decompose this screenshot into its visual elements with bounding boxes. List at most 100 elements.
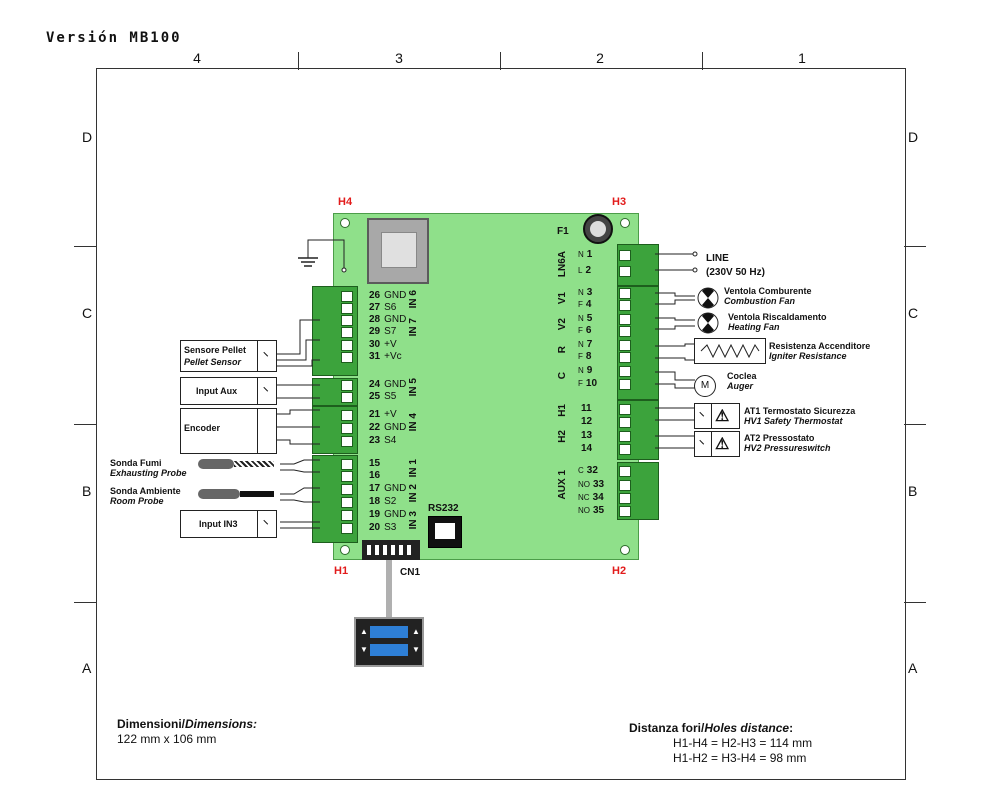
pin-label: 12 — [581, 416, 593, 427]
row-label: C — [82, 305, 93, 321]
group-label: IN 3 — [408, 511, 419, 530]
hole-label-h2: H2 — [612, 565, 627, 577]
hole-label-h3: H3 — [612, 196, 627, 208]
cable — [386, 560, 392, 618]
row-label: D — [82, 129, 93, 145]
row-label: B — [82, 483, 92, 499]
device-label: Sensore Pellet — [184, 345, 247, 355]
terminal-screw — [619, 404, 631, 415]
ground-icon — [298, 239, 347, 273]
row-label: B — [908, 483, 918, 499]
warning-icon: ⚠ — [715, 408, 730, 425]
exhaust-probe-icon — [198, 459, 234, 469]
pin-label: 31+Vc — [369, 351, 402, 362]
left-wiring — [270, 319, 320, 529]
warning-icon: ⚠ — [715, 436, 730, 453]
tick — [702, 52, 703, 70]
terminal-screw — [341, 459, 353, 470]
terminal-screw — [619, 366, 631, 377]
tick — [298, 52, 299, 70]
group-label: V2 — [557, 318, 568, 331]
switch-icon: ⸌ — [263, 386, 269, 398]
terminal-screw — [619, 266, 631, 277]
input-aux-box: Input Aux ⸌ — [180, 377, 277, 405]
device-sublabel: Pellet Sensor — [184, 357, 242, 367]
column-label: 4 — [193, 50, 201, 66]
fuse-icon — [583, 214, 613, 244]
terminal-screw — [341, 352, 353, 363]
switch-icon: ⸌ — [263, 519, 269, 531]
terminal-screw — [619, 466, 631, 477]
pin-label: 30+V — [369, 339, 397, 350]
device-label: Encoder — [184, 423, 221, 433]
terminal-screw — [619, 250, 631, 261]
relay-component — [367, 218, 429, 284]
group-label: IN 1 — [408, 459, 419, 478]
terminal-screw — [619, 288, 631, 299]
pin-label: 13 — [581, 430, 593, 441]
column-label: 3 — [395, 50, 403, 66]
mounting-hole — [620, 545, 630, 555]
column-label: 1 — [798, 50, 806, 66]
terminal-screw — [341, 380, 353, 391]
input-in3-box: Input IN3 ⸌ — [180, 510, 277, 538]
group-label: IN 4 — [408, 413, 419, 432]
terminal-screw — [619, 352, 631, 363]
pin-label: 11 — [581, 403, 592, 414]
row-label: D — [908, 129, 919, 145]
pin-label: 21+V — [369, 409, 397, 420]
terminal-screw — [341, 510, 353, 521]
row-label: A — [908, 660, 918, 676]
terminal-screw — [619, 506, 631, 517]
group-label: IN 6 — [408, 290, 419, 309]
terminal-screw — [341, 523, 353, 534]
pin-label: 16 — [369, 470, 381, 481]
mounting-hole — [620, 218, 630, 228]
display-panel: ▲ ▼ ▲ ▼ — [354, 617, 424, 667]
group-label: C — [557, 372, 568, 380]
row-label: C — [908, 305, 919, 321]
terminal-screw — [341, 423, 353, 434]
tick — [74, 424, 96, 425]
terminal-screw — [341, 327, 353, 338]
switch-icon: ⸌ — [263, 351, 269, 363]
group-label: IN 2 — [408, 484, 419, 503]
terminal-screw — [619, 417, 631, 428]
pressure-switch-box: ⸌ ⚠ — [694, 431, 740, 457]
motor-icon: M — [694, 375, 716, 397]
holes-distance-note: Distanza fori/Holes distance: H1-H4 = H2… — [629, 721, 813, 765]
tick — [74, 602, 96, 603]
encoder-box: Encoder — [180, 408, 277, 454]
terminal-screw — [341, 471, 353, 482]
fan-icon — [697, 287, 719, 309]
device-label: Input Aux — [196, 386, 238, 396]
terminal-screw — [341, 303, 353, 314]
cn1-connector — [362, 540, 420, 560]
pin-label: 15 — [369, 458, 381, 469]
tick — [500, 52, 501, 70]
terminal-screw — [619, 444, 631, 455]
terminal-screw — [341, 497, 353, 508]
room-probe-icon — [198, 489, 240, 499]
tick — [904, 246, 926, 247]
group-label: H2 — [557, 430, 568, 443]
rs232-port — [428, 516, 462, 548]
terminal-screw — [619, 340, 631, 351]
